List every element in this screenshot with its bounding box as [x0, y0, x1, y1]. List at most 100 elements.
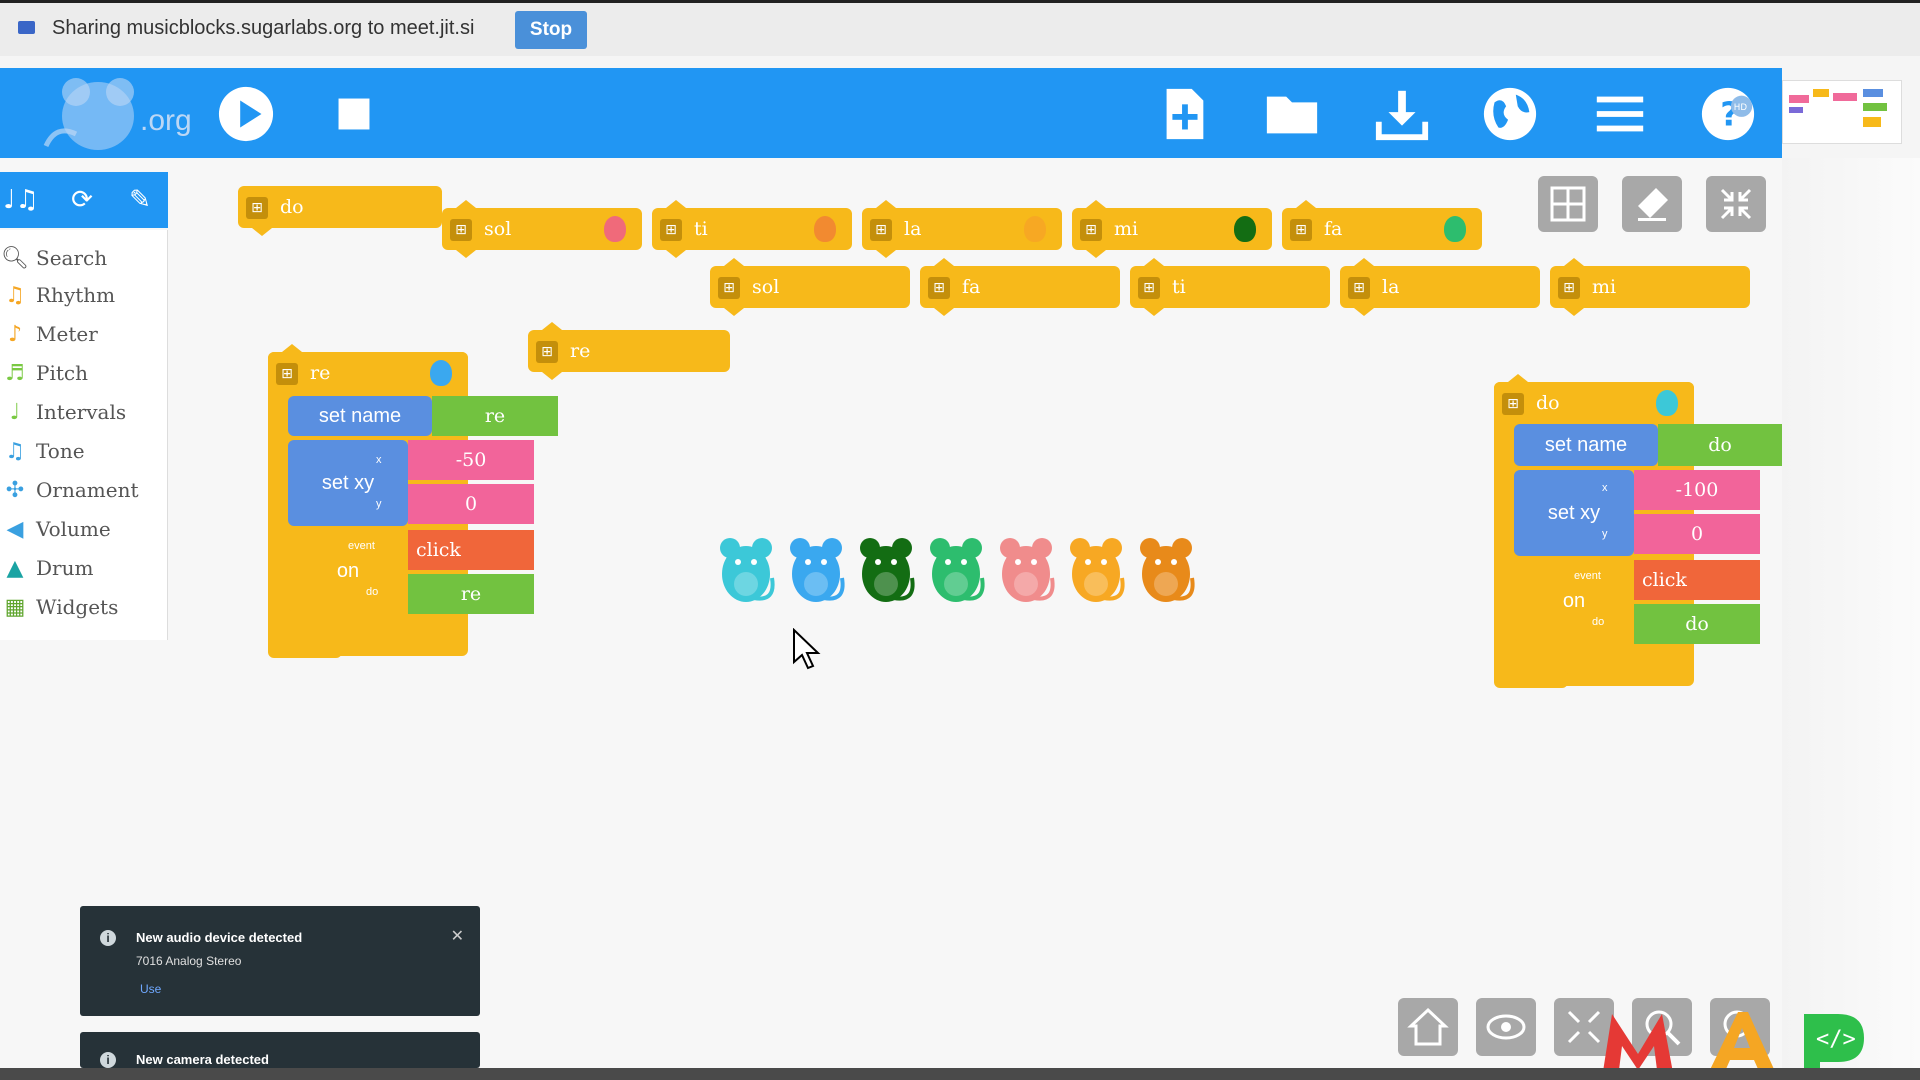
- mouse-turtle-icon[interactable]: [854, 528, 920, 612]
- palette-item-tone[interactable]: ♫ Tone: [0, 433, 168, 469]
- clear-button[interactable]: [1622, 176, 1682, 232]
- block-grip-icon: ⊞: [718, 277, 740, 299]
- block-ti[interactable]: ⊞ ti: [652, 200, 852, 258]
- new-project-icon: [1166, 88, 1204, 140]
- save-project-button[interactable]: [1370, 82, 1434, 146]
- block-grip-icon: ⊞: [1558, 277, 1580, 299]
- set-name-block-2[interactable]: set name: [1514, 424, 1658, 466]
- palette-item-volume[interactable]: ◀︎ Volume: [0, 511, 168, 547]
- mouse-turtle-icon[interactable]: [1134, 528, 1200, 612]
- mouse-turtle-icon[interactable]: [1064, 528, 1130, 612]
- close-icon[interactable]: ✕: [450, 928, 464, 945]
- new-project-button[interactable]: [1152, 82, 1216, 146]
- globe-icon: [1483, 87, 1537, 141]
- block-grip-icon: ⊞: [1138, 277, 1160, 299]
- mouse-turtle-icon[interactable]: [924, 528, 990, 612]
- expand-blocks-button[interactable]: [1554, 998, 1614, 1056]
- drum-icon: ▲: [6, 555, 24, 581]
- palette-item-search[interactable]: 🔍︎ Search: [1, 245, 108, 271]
- bottom-edge: [0, 1068, 1920, 1080]
- stop-sharing-button[interactable]: Stop: [515, 11, 587, 49]
- mouse-marker-icon: [430, 360, 452, 386]
- block-fa-2[interactable]: ⊞ fa: [920, 258, 1120, 316]
- tab-flow[interactable]: ⟳: [60, 172, 104, 228]
- main-toolbar: .org ?HD: [0, 68, 1782, 158]
- block-la[interactable]: ⊞ la: [862, 200, 1062, 258]
- music-blocks-logo-icon[interactable]: [36, 74, 146, 154]
- block-re[interactable]: ⊞ re: [528, 322, 730, 380]
- block-mi[interactable]: ⊞ mi: [1072, 200, 1272, 258]
- palette-item-widgets[interactable]: ▦ Widgets: [0, 589, 168, 625]
- eye-icon: [1486, 1014, 1526, 1040]
- block-sol[interactable]: ⊞ sol: [442, 200, 642, 258]
- widgets-icon: ▦: [4, 594, 26, 620]
- grid-button[interactable]: [1538, 176, 1598, 232]
- help-badge: HD: [1734, 103, 1748, 113]
- on-event-block-2[interactable]: on: [1514, 560, 1634, 642]
- open-folder-icon: [1266, 96, 1318, 134]
- help-button[interactable]: ?HD: [1696, 82, 1760, 146]
- show-hide-blocks-button[interactable]: [1476, 998, 1536, 1056]
- mouse-turtle-icon[interactable]: [714, 528, 780, 612]
- palette-panel: 🔍︎ Search ♫ Rhythm ♪ Meter ♬ Pitch ♩ Int…: [0, 230, 168, 640]
- block-mi-2[interactable]: ⊞ mi: [1550, 258, 1750, 316]
- block-sol-2[interactable]: ⊞ sol: [710, 258, 910, 316]
- volume-icon: ◀︎: [6, 516, 24, 542]
- palette-item-rhythm[interactable]: ♫ Rhythm: [0, 277, 168, 313]
- stop-button[interactable]: [322, 82, 386, 146]
- block-ti-2[interactable]: ⊞ ti: [1130, 258, 1330, 316]
- event-action-value[interactable]: re: [408, 574, 534, 614]
- set-y-value-2[interactable]: 0: [1634, 514, 1760, 554]
- help-icon: ?HD: [1701, 87, 1755, 141]
- event-action-value-2[interactable]: do: [1634, 604, 1760, 644]
- home-button[interactable]: [1398, 998, 1458, 1056]
- set-xy-block[interactable]: set xy: [288, 440, 408, 526]
- palette-item-ornament[interactable]: ✣ Ornament: [0, 472, 168, 508]
- tab-artwork[interactable]: ✎: [116, 172, 164, 228]
- main-menu-button[interactable]: [1588, 82, 1652, 146]
- set-xy-block-2[interactable]: set xy: [1514, 470, 1634, 556]
- palette-item-meter[interactable]: ♪ Meter: [0, 316, 168, 352]
- palette-item-pitch[interactable]: ♬ Pitch: [0, 355, 168, 391]
- music-blocks-m-logo-icon: [1602, 1014, 1674, 1078]
- open-project-button[interactable]: [1260, 82, 1324, 146]
- event-value[interactable]: click: [408, 530, 534, 570]
- set-name-value-2[interactable]: do: [1658, 424, 1782, 466]
- set-name-value[interactable]: re: [432, 396, 558, 436]
- set-x-value-2[interactable]: -100: [1634, 470, 1760, 510]
- tab-music[interactable]: ♩♫: [0, 172, 42, 228]
- use-device-link[interactable]: Use: [140, 982, 162, 996]
- search-icon: 🔍︎: [1, 245, 29, 271]
- set-name-block[interactable]: set name: [288, 396, 432, 436]
- on-event-block[interactable]: on: [288, 530, 408, 612]
- meter-icon: ♪: [7, 321, 23, 347]
- mouse-pointer-icon: [793, 628, 821, 670]
- play-button[interactable]: [214, 82, 278, 146]
- block-grip-icon: ⊞: [1080, 219, 1102, 241]
- planet-button[interactable]: [1478, 82, 1542, 146]
- palette-item-drum[interactable]: ▲ Drum: [0, 550, 168, 586]
- download-icon: [1375, 90, 1429, 141]
- set-y-value[interactable]: 0: [408, 484, 534, 524]
- start-block-re-header[interactable]: ⊞ re: [268, 344, 468, 394]
- block-la-2[interactable]: ⊞ la: [1340, 258, 1540, 316]
- screen-share-icon: [18, 21, 35, 34]
- rhythm-icon: ♫: [5, 282, 25, 308]
- screen-share-text: Sharing musicblocks.sugarlabs.org to mee…: [52, 17, 475, 39]
- mouse-marker-icon: [1444, 216, 1466, 242]
- start-block-do-header[interactable]: ⊞ do: [1494, 374, 1694, 424]
- mouse-marker-icon: [1234, 216, 1256, 242]
- block-grip-icon: ⊞: [1348, 277, 1370, 299]
- home-icon: [1407, 1007, 1449, 1046]
- mouse-turtle-icon[interactable]: [994, 528, 1060, 612]
- block-do[interactable]: ⊞ do: [238, 186, 442, 236]
- mouse-turtle-icon[interactable]: [784, 528, 850, 612]
- event-value-2[interactable]: click: [1634, 560, 1760, 600]
- collapse-button[interactable]: [1706, 176, 1766, 232]
- palette-item-intervals[interactable]: ♩ Intervals: [0, 394, 168, 430]
- canvas-overview-thumbnail[interactable]: [1782, 80, 1902, 144]
- block-fa[interactable]: ⊞ fa: [1282, 200, 1482, 250]
- artwork-a-logo-icon: [1706, 1012, 1778, 1078]
- intervals-icon: ♩: [9, 399, 21, 425]
- set-x-value[interactable]: -50: [408, 440, 534, 480]
